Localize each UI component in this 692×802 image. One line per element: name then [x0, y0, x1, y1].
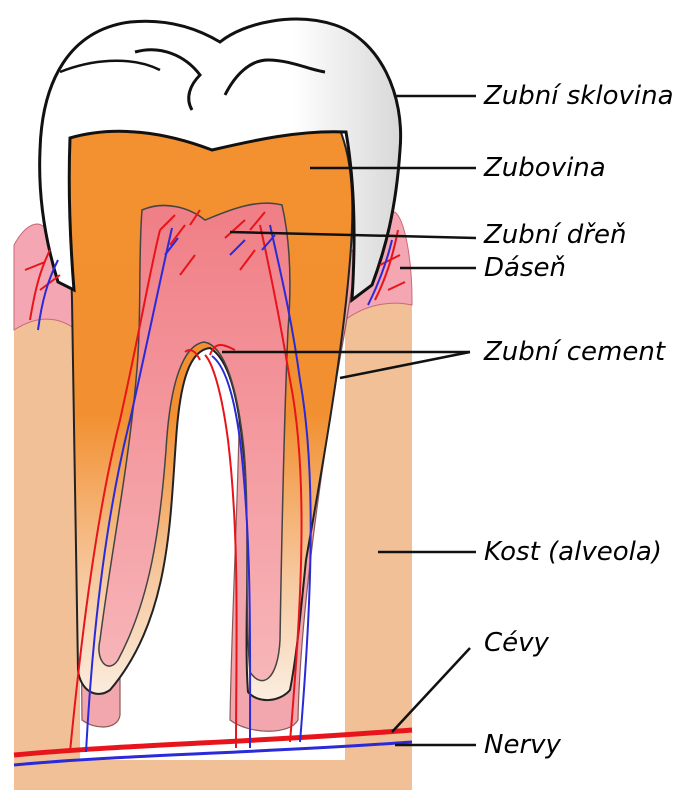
label-vessels: Cévy: [484, 630, 549, 656]
label-cementum: Zubní cement: [484, 339, 665, 365]
label-enamel: Zubní sklovina: [484, 83, 674, 109]
label-pulp: Zubní dřeň: [484, 222, 626, 248]
label-nerves: Nervy: [484, 732, 561, 758]
label-gum: Dáseň: [484, 255, 566, 281]
label-dentin: Zubovina: [484, 155, 606, 181]
label-bone: Kost (alveola): [484, 539, 662, 565]
